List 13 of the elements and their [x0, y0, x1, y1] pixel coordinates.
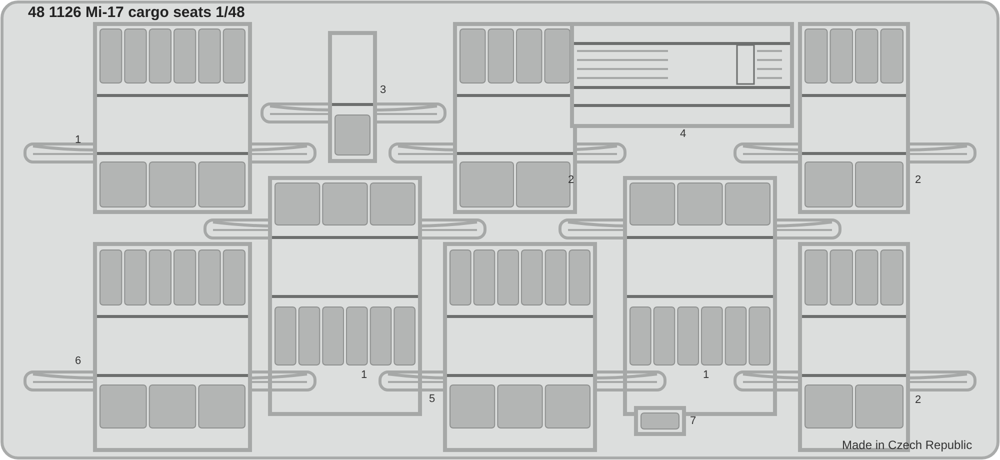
callout-number: 3: [380, 84, 386, 96]
callout-number: 6: [75, 355, 82, 367]
title: 48 1126 Mi-17 cargo seats 1/48: [28, 4, 245, 21]
callout-number: 7: [690, 415, 696, 427]
callout-number: 1: [75, 134, 82, 146]
callout-number: 4: [680, 128, 686, 140]
callout-number: 1: [361, 369, 368, 381]
origin-note: Made in Czech Republic: [842, 438, 972, 452]
callout-number: 2: [915, 174, 922, 186]
callout-number: 1: [703, 369, 710, 381]
callout-number: 5: [429, 393, 436, 405]
callout-number: 2: [568, 174, 574, 186]
callout-number: 2: [915, 394, 922, 406]
